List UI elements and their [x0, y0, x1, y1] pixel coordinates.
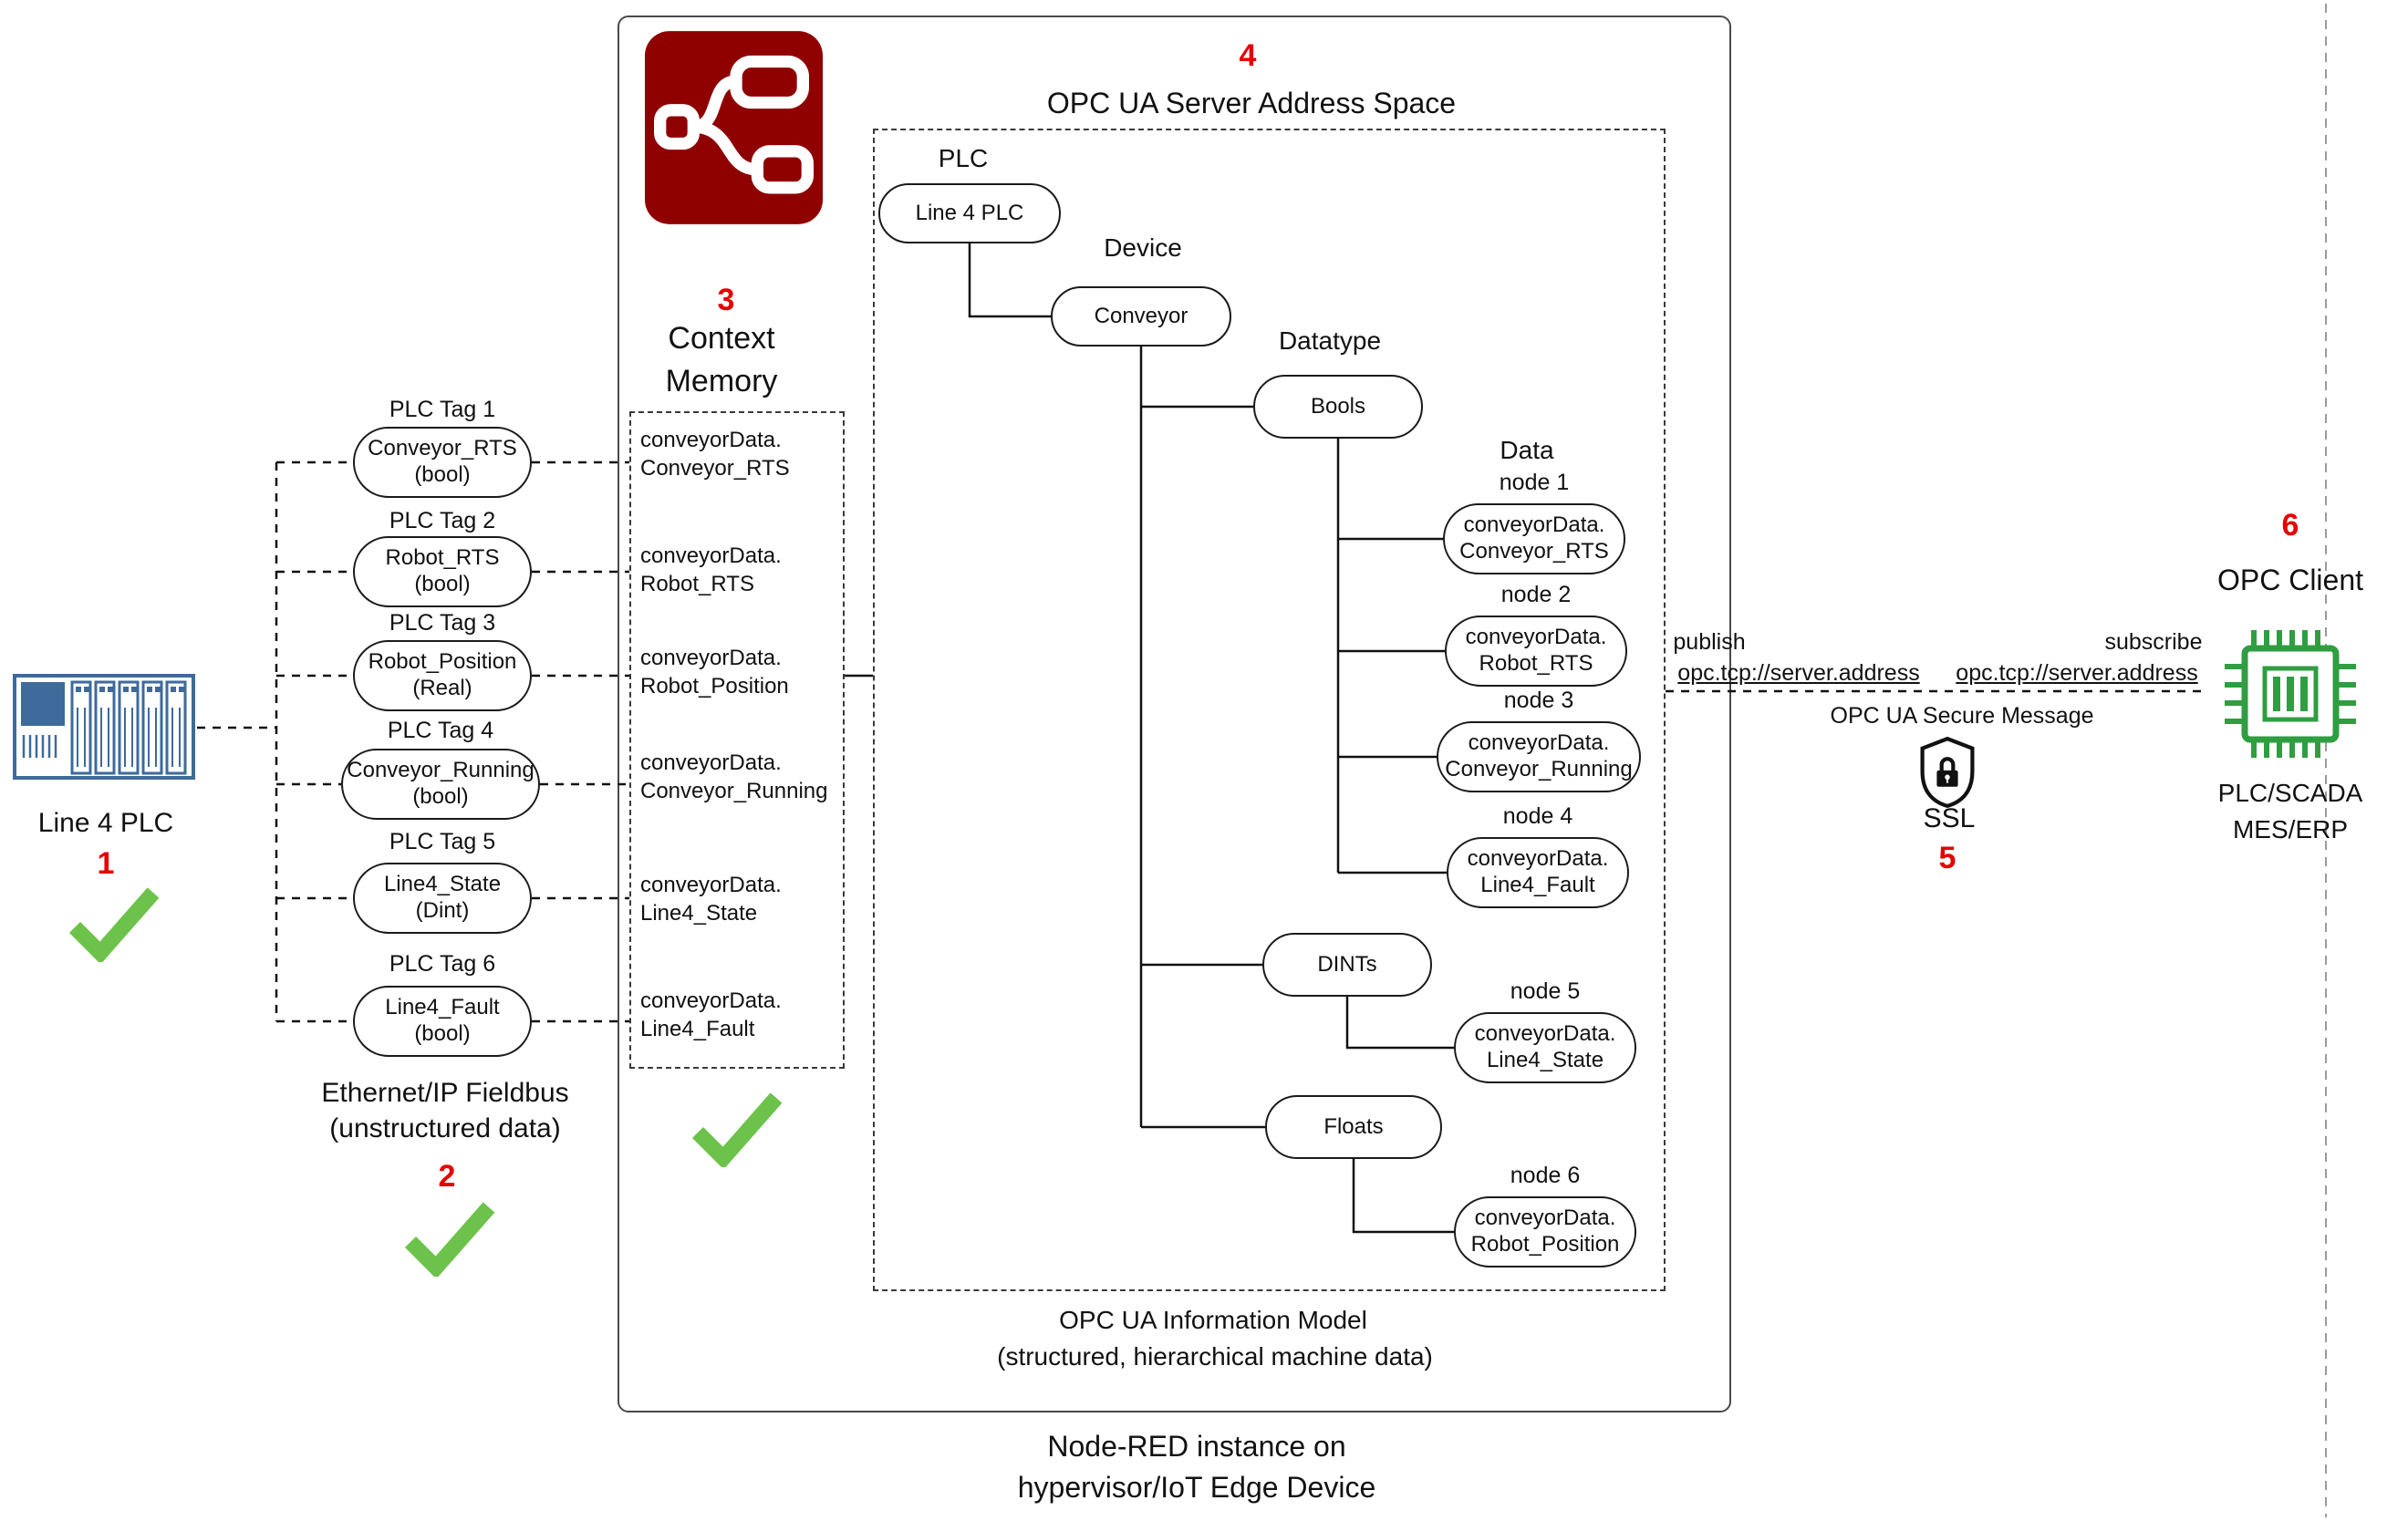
fieldbus-label-line1: Ethernet/IP Fieldbus [321, 1078, 569, 1108]
group-label-datatype: Datatype [1278, 326, 1382, 355]
tree-node-line4plc: Line 4 PLC [878, 183, 1061, 243]
opc-client-chip-icon [2225, 630, 2356, 758]
step-number-2: 2 [438, 1159, 456, 1194]
plc-icon [13, 674, 195, 780]
node-red-container-box [618, 16, 1731, 1412]
check-icon [404, 1202, 495, 1277]
plc-tag-1-label: PLC Tag 1 [389, 397, 496, 422]
plc-tag-6-oval: Line4_Fault (bool) [353, 986, 532, 1057]
plc-tag-1-oval: Conveyor_RTS (bool) [353, 427, 532, 498]
step-number-3: 3 [717, 283, 735, 317]
plc-tag-4-label: PLC Tag 4 [387, 718, 494, 743]
check-icon [691, 1092, 783, 1167]
ssl-shield-icon [1920, 737, 1975, 808]
subscribe-label: subscribe [2104, 629, 2203, 655]
data-node-1-label: node 1 [1499, 470, 1570, 495]
check-icon [68, 887, 160, 962]
step-number-6: 6 [2281, 508, 2299, 543]
tree-node-floats: Floats [1265, 1095, 1442, 1159]
plc-tag-4-oval: Conveyor_Running (bool) [341, 749, 540, 820]
plc-tag-5-oval: Line4_State (Dint) [353, 863, 532, 934]
plc-tag-2-oval: Robot_RTS (bool) [353, 536, 532, 607]
context-entry: conveyorData. Conveyor_RTS [640, 428, 790, 481]
context-entry: conveyorData. Line4_Fault [640, 988, 782, 1042]
group-label-device: Device [1104, 233, 1182, 262]
plc-tag-6-label: PLC Tag 6 [389, 951, 496, 977]
nodered-caption-line1: Node-RED instance on [1047, 1430, 1346, 1463]
opc-client-title: OPC Client [2216, 564, 2364, 596]
publish-label: publish [1673, 629, 1746, 655]
plc-label: Line 4 PLC [37, 808, 174, 838]
context-memory-title-line1: Context [668, 321, 775, 356]
context-memory-box [629, 411, 845, 1069]
context-entry: conveyorData. Conveyor_Running [640, 750, 828, 804]
subscribe-address: opc.tcp://server.address [1956, 660, 2198, 686]
plc-tag-3-oval: Robot_Position (Real) [353, 640, 532, 711]
address-space-title: OPC UA Server Address Space [1046, 87, 1457, 119]
data-node-3-oval: conveyorData. Conveyor_Running [1437, 721, 1641, 792]
group-label-data: Data [1500, 436, 1554, 464]
group-label-plc: PLC [938, 144, 989, 172]
data-node-1-oval: conveyorData. Conveyor_RTS [1443, 503, 1625, 574]
address-space-box [873, 129, 1666, 1291]
data-node-6-label: node 6 [1510, 1163, 1581, 1188]
plc-tag-5-label: PLC Tag 5 [389, 829, 496, 854]
data-node-5-label: node 5 [1510, 978, 1581, 1004]
context-entry: conveyorData. Line4_State [640, 873, 782, 926]
fieldbus-label-line2: (unstructured data) [329, 1113, 561, 1143]
data-node-3-label: node 3 [1503, 688, 1574, 713]
data-node-5-oval: conveyorData. Line4_State [1454, 1012, 1636, 1083]
step-number-5: 5 [1938, 841, 1956, 875]
step-number-4: 4 [1239, 38, 1257, 73]
publish-address: opc.tcp://server.address [1677, 660, 1920, 686]
client-caption-line1: PLC/SCADA [2217, 779, 2363, 807]
data-node-6-oval: conveyorData. Robot_Position [1454, 1196, 1636, 1268]
context-memory-title-line2: Memory [665, 364, 778, 398]
plc-tag-2-label: PLC Tag 2 [389, 508, 496, 533]
data-node-2-oval: conveyorData. Robot_RTS [1445, 616, 1627, 687]
information-model-caption-line1: OPC UA Information Model [1059, 1306, 1367, 1334]
secure-message-label: OPC UA Secure Message [1830, 703, 2094, 729]
tree-node-bools: Bools [1253, 375, 1423, 439]
node-red-logo [645, 31, 823, 224]
information-model-caption-line2: (structured, hierarchical machine data) [997, 1342, 1433, 1371]
tree-node-conveyor: Conveyor [1051, 286, 1231, 347]
data-node-4-label: node 4 [1502, 803, 1573, 829]
context-entry: conveyorData. Robot_Position [640, 646, 789, 699]
step-number-1: 1 [97, 846, 115, 881]
data-node-4-oval: conveyorData. Line4_Fault [1447, 837, 1629, 908]
context-entry: conveyorData. Robot_RTS [640, 543, 782, 597]
nodered-caption-line2: hypervisor/IoT Edge Device [1017, 1471, 1376, 1504]
client-caption-line2: MES/ERP [2232, 815, 2349, 843]
tree-node-dints: DINTs [1262, 933, 1432, 997]
plc-tag-3-label: PLC Tag 3 [389, 610, 496, 636]
data-node-2-label: node 2 [1500, 582, 1572, 607]
ssl-label: SSL [1923, 803, 1976, 833]
